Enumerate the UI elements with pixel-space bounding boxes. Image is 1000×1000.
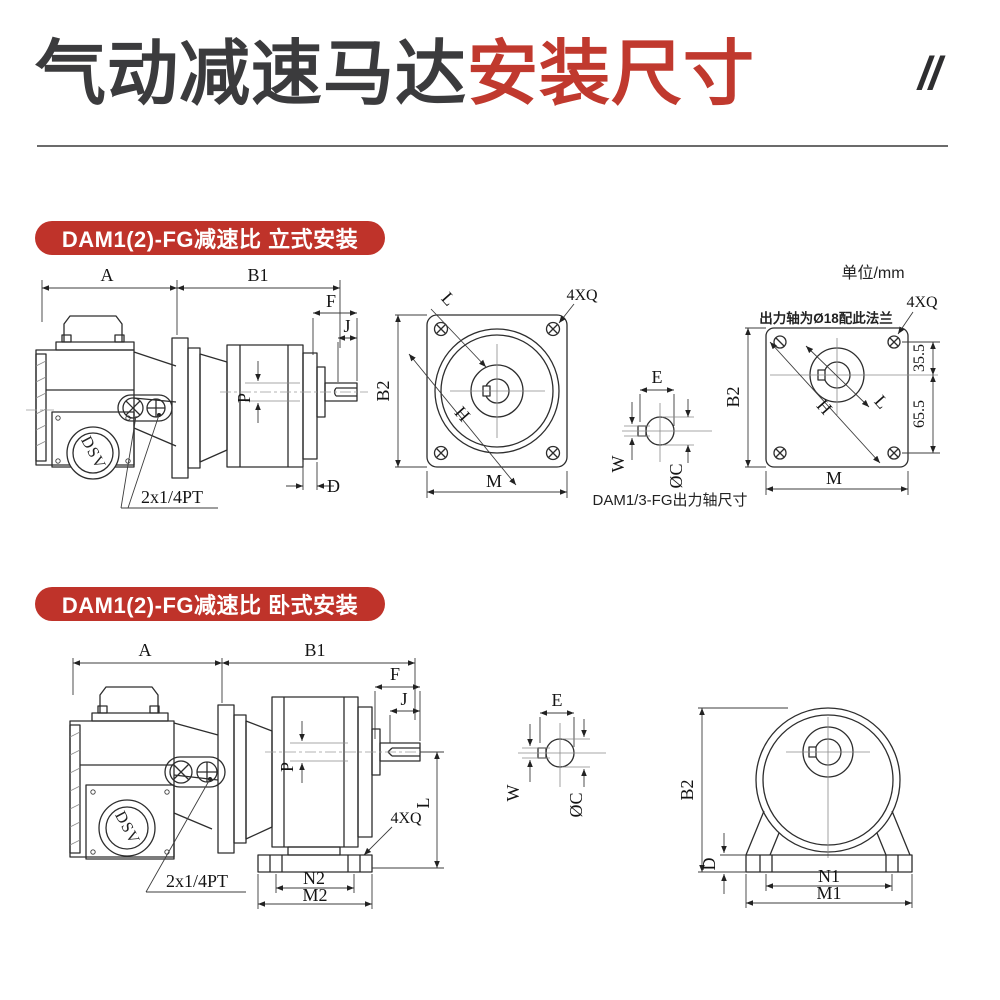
header-divider bbox=[37, 145, 948, 147]
badge-vertical-mount: DAM1(2)-FG减速比 立式安装 bbox=[35, 221, 385, 255]
front-view-horizontal: B2 D N1 M1 bbox=[677, 707, 913, 908]
dim-label-l: L bbox=[437, 288, 459, 310]
dim-label-p: P bbox=[234, 393, 254, 403]
holes-label: 4XQ bbox=[566, 287, 598, 304]
holes-label-18: 4XQ bbox=[906, 294, 938, 311]
dim-label-l: L bbox=[413, 798, 433, 809]
dim-label-e: E bbox=[652, 367, 663, 387]
shaft-detail-view: E W ØC DAM1/3-FG出力轴尺寸 bbox=[592, 367, 747, 509]
dim-label-b1: B1 bbox=[304, 640, 325, 660]
dim-label-355: 35.5 bbox=[911, 344, 928, 372]
dim-label-m1: M1 bbox=[816, 883, 841, 903]
vertical-mount-drawings: A B1 F J DSV bbox=[26, 264, 940, 509]
dim-label-w: W bbox=[608, 456, 628, 473]
flange18-view: 单位/mm 出力轴为Ø18配此法兰 4XQ H L B2 M 35.5 65.5 bbox=[723, 264, 940, 495]
dim-label-h18: H bbox=[813, 395, 837, 418]
dim-label-f: F bbox=[390, 664, 400, 684]
port-callout: 2x1/4PT bbox=[166, 871, 228, 891]
dim-label-d: D bbox=[699, 858, 719, 871]
dim-label-b2-18: B2 bbox=[723, 386, 743, 407]
dim-label-m18: M bbox=[826, 468, 842, 488]
dim-label-h: H bbox=[451, 402, 475, 425]
dim-label-a: A bbox=[101, 265, 114, 285]
dim-label-b2: B2 bbox=[373, 380, 393, 401]
flange18-note: 出力轴为Ø18配此法兰 bbox=[759, 310, 893, 326]
dim-label-m2: M2 bbox=[302, 885, 327, 905]
page-title-red: 安装尺寸 bbox=[467, 35, 756, 114]
dim-label-a: A bbox=[139, 640, 152, 660]
shaft-caption: DAM1/3-FG出力轴尺寸 bbox=[592, 492, 747, 509]
corner-slash-mark: // bbox=[918, 47, 942, 99]
dim-label-d: D bbox=[327, 476, 340, 496]
badge-horizontal-mount: DAM1(2)-FG减速比 卧式安装 bbox=[35, 587, 385, 621]
dim-label-j: J bbox=[343, 316, 350, 336]
dim-label-n1: N1 bbox=[818, 866, 840, 886]
dim-label-e: E bbox=[552, 690, 563, 710]
page-title-dark: 气动减速马达 bbox=[35, 35, 468, 114]
unit-note: 单位/mm bbox=[841, 264, 904, 282]
dim-label-j: J bbox=[400, 689, 407, 709]
dim-label-n2: N2 bbox=[303, 868, 325, 888]
side-view-horizontal: A B1 F J DSV bbox=[69, 640, 444, 909]
dim-label-655: 65.5 bbox=[911, 400, 928, 428]
dim-label-w: W bbox=[503, 785, 523, 802]
port-callout: 2x1/4PT bbox=[141, 487, 203, 507]
horizontal-mount-drawings: A B1 F J DSV bbox=[69, 640, 913, 909]
dim-label-oc: ØC bbox=[566, 792, 586, 817]
holes-label: 4XQ bbox=[390, 810, 422, 827]
side-view-vertical: A B1 F J DSV bbox=[26, 265, 368, 509]
flange-view: B2 H L M 4XQ bbox=[373, 287, 598, 498]
dim-label-p: P bbox=[277, 762, 297, 772]
dim-label-b2: B2 bbox=[677, 779, 697, 800]
page-title: 气动减速马达安装尺寸 bbox=[35, 35, 756, 114]
dim-label-l18: L bbox=[870, 391, 892, 413]
dim-label-m: M bbox=[486, 471, 502, 491]
dim-label-f: F bbox=[326, 291, 336, 311]
dim-label-b1: B1 bbox=[247, 265, 268, 285]
dim-label-oc: ØC bbox=[666, 463, 686, 488]
shaft-detail-view-h: E W ØC bbox=[503, 690, 606, 818]
